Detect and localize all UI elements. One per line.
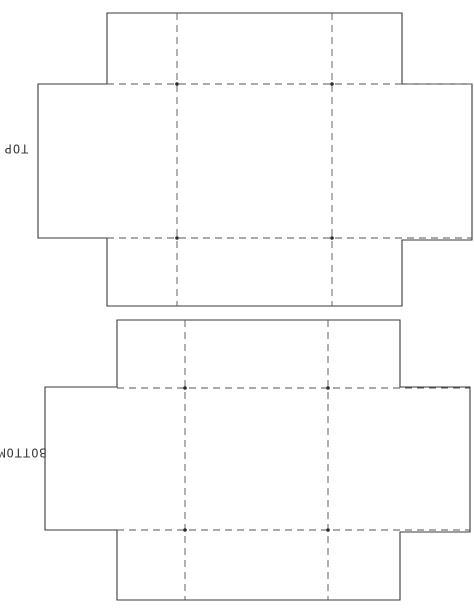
top-corner-dot xyxy=(330,236,334,240)
bottom-net-outline xyxy=(44,319,471,601)
bottom-corner-dot xyxy=(326,528,330,532)
bottom-net-label: BOTTOM xyxy=(0,446,47,460)
bottom-corner-dot xyxy=(183,386,187,390)
top-box-net: TOP xyxy=(4,12,473,307)
top-corner-dot xyxy=(175,82,179,86)
top-net-outline xyxy=(37,12,473,307)
top-net-label: TOP xyxy=(4,142,29,156)
bottom-corner-dot xyxy=(326,386,330,390)
bottom-corner-dot xyxy=(183,528,187,532)
top-corner-dot xyxy=(175,236,179,240)
top-corner-dot xyxy=(330,82,334,86)
bottom-box-net: BOTTOM xyxy=(0,319,471,601)
